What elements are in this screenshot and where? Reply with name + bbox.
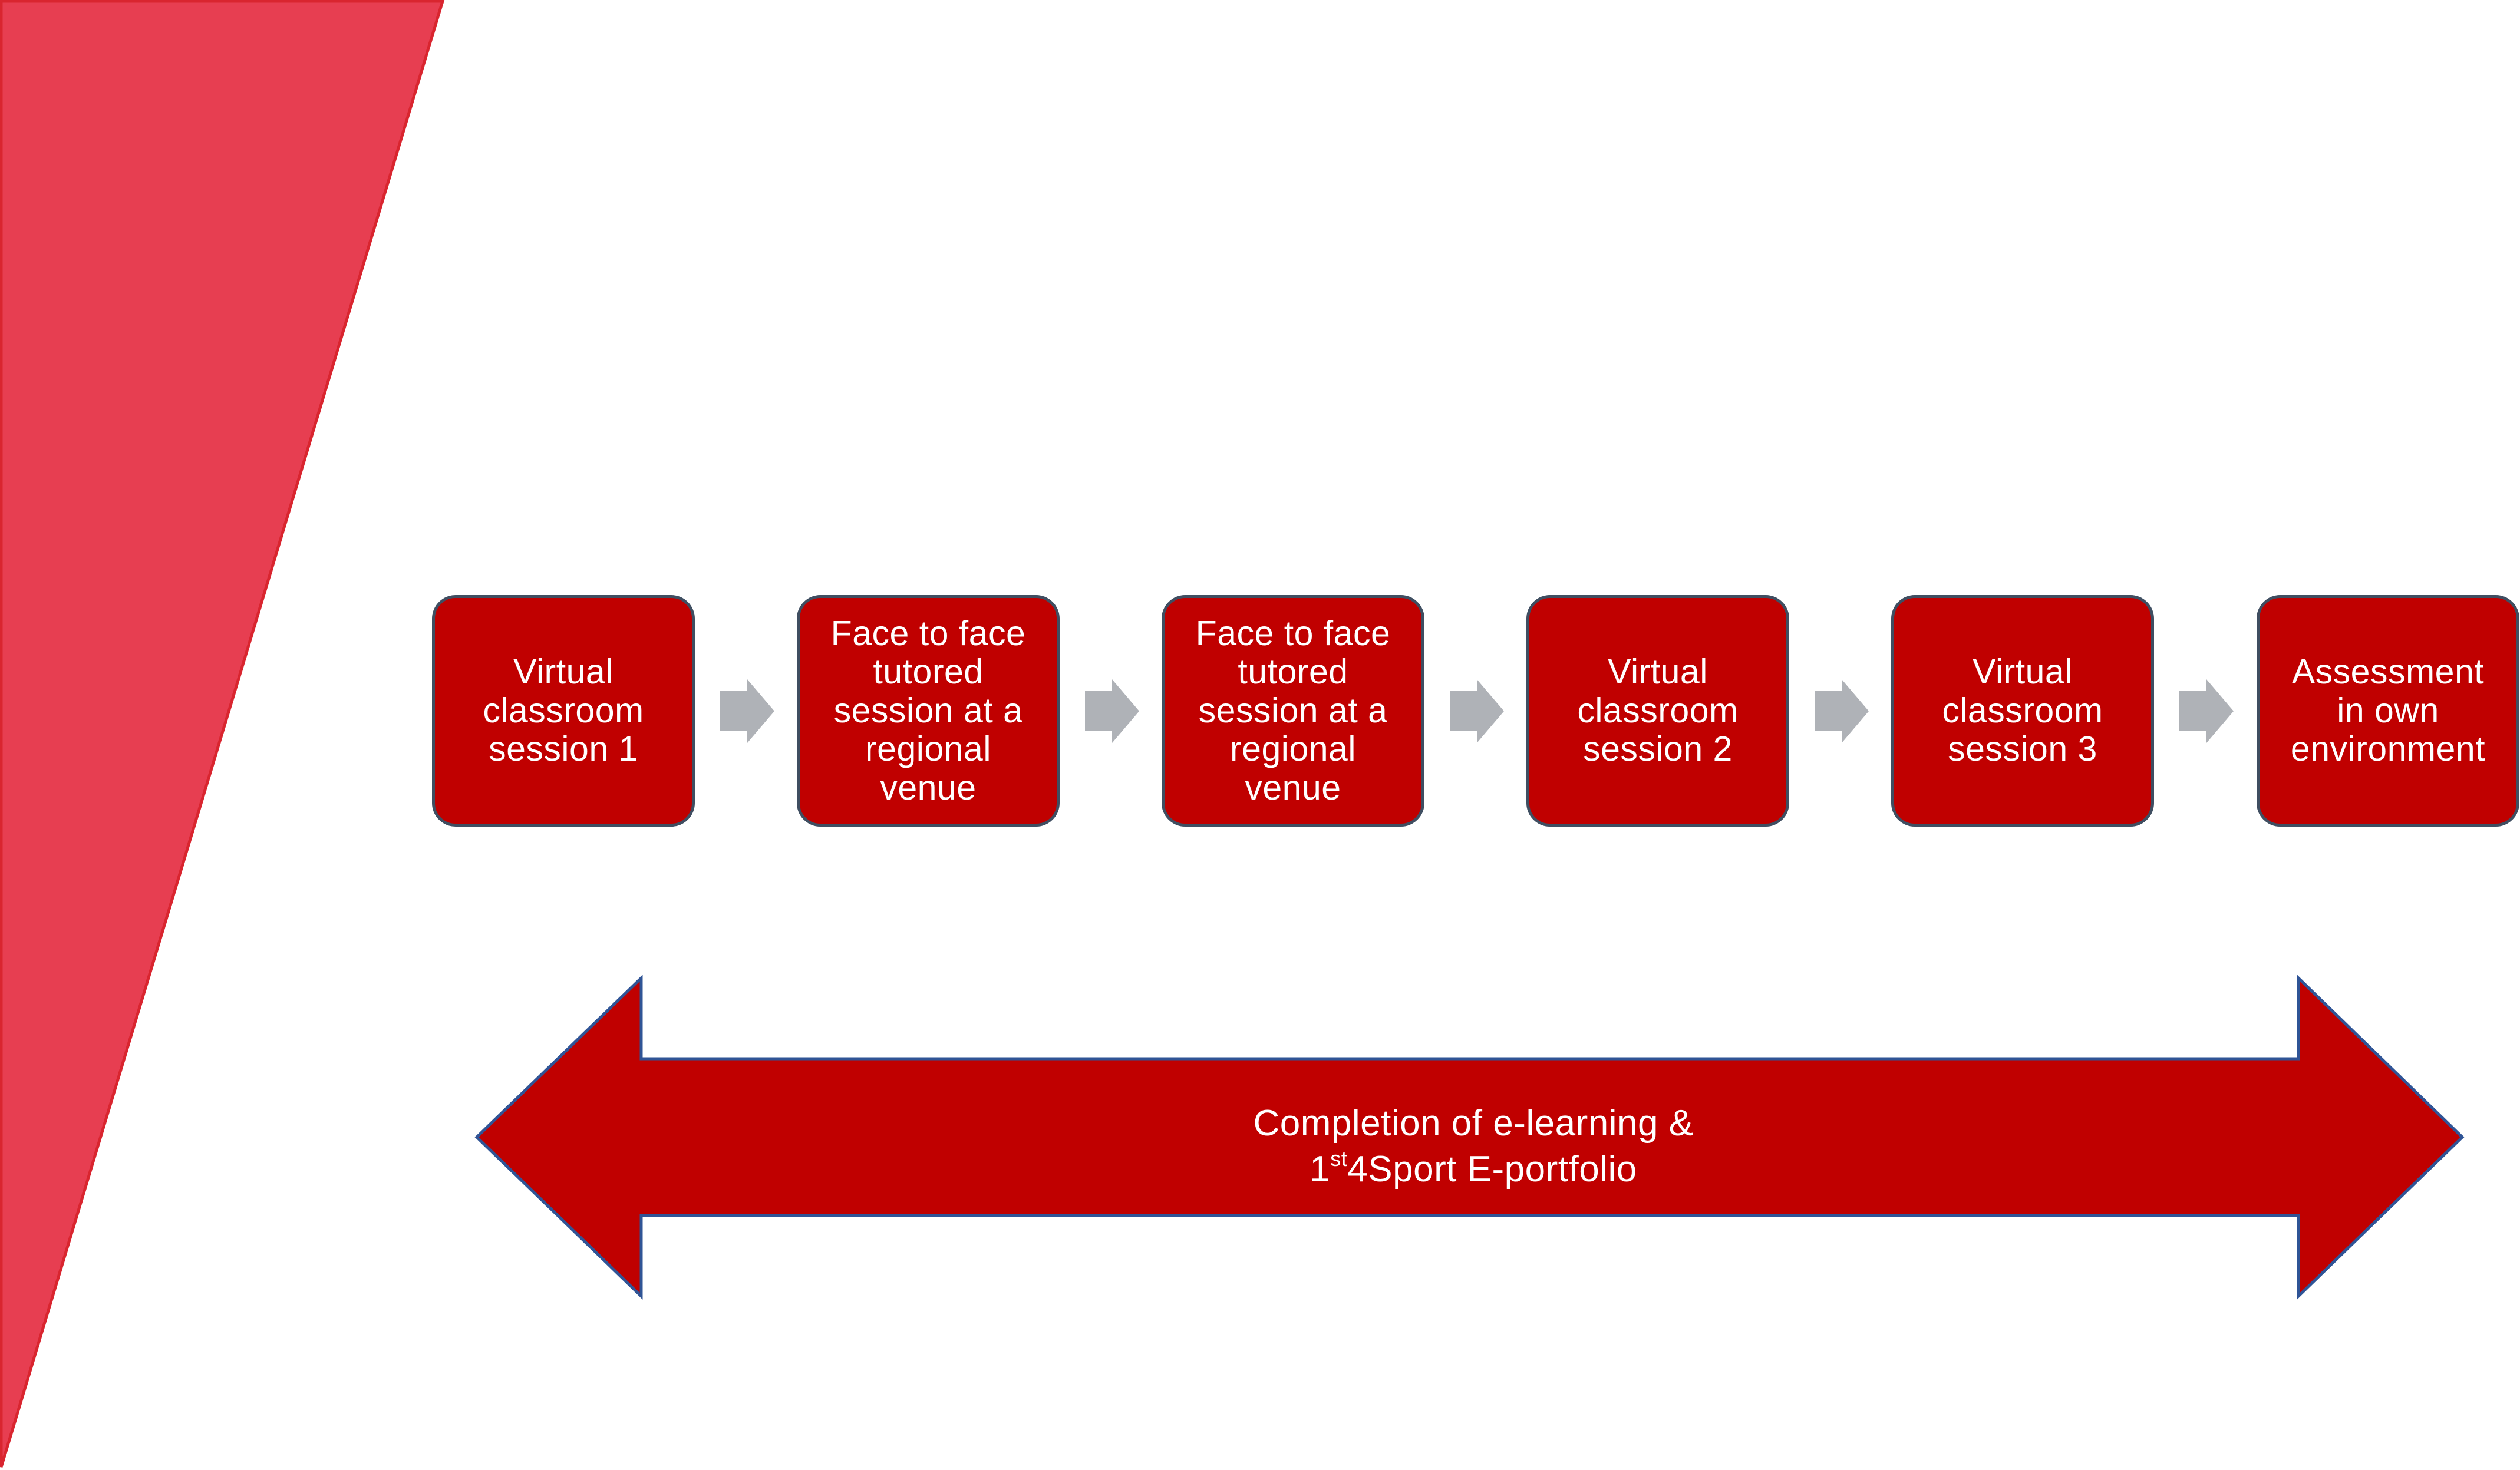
decorative-wedge — [0, 0, 445, 1468]
step-box-virtual-classroom-1: Virtual classroom session 1 — [432, 595, 695, 827]
step-label: Assessment in own environment — [2290, 652, 2486, 769]
arrow-right-icon — [1815, 679, 1869, 743]
step-box-virtual-classroom-2: Virtual classroom session 2 — [1526, 595, 1789, 827]
arrow-right-icon — [1085, 679, 1139, 743]
step-label: Face to face tutored session at a region… — [830, 613, 1026, 807]
span-label-rest: 4Sport E-portfolio — [1347, 1149, 1637, 1190]
span-label-line-1: Completion of e-learning & — [1253, 1103, 1694, 1144]
arrow-right-shape — [1085, 679, 1139, 743]
span-label-line-2: 1st4Sport E-portfolio — [648, 1147, 2298, 1192]
arrow-right-icon — [720, 679, 774, 743]
step-box-face-to-face-2: Face to face tutored session at a region… — [1162, 595, 1424, 827]
arrow-right-shape — [720, 679, 774, 743]
span-label-superscript: st — [1330, 1147, 1348, 1171]
step-box-face-to-face-1: Face to face tutored session at a region… — [797, 595, 1060, 827]
step-label: Virtual classroom session 3 — [1942, 652, 2103, 769]
step-box-virtual-classroom-3: Virtual classroom session 3 — [1891, 595, 2154, 827]
double-headed-arrow-shape — [474, 975, 2465, 1300]
span-arrow-label: Completion of e-learning & 1st4Sport E-p… — [648, 1101, 2298, 1192]
span-label-ordinal: 1 — [1310, 1149, 1331, 1190]
arrow-right-shape — [1815, 679, 1869, 743]
arrow-right-icon — [1450, 679, 1504, 743]
step-label: Virtual classroom session 2 — [1577, 652, 1739, 769]
arrow-right-icon — [2179, 679, 2234, 743]
step-label: Virtual classroom session 1 — [483, 652, 644, 769]
arrow-right-shape — [1450, 679, 1504, 743]
arrow-right-shape — [2179, 679, 2234, 743]
step-box-assessment: Assessment in own environment — [2257, 595, 2519, 827]
step-label: Face to face tutored session at a region… — [1195, 613, 1391, 807]
decorative-wedge-shape — [0, 0, 445, 1468]
